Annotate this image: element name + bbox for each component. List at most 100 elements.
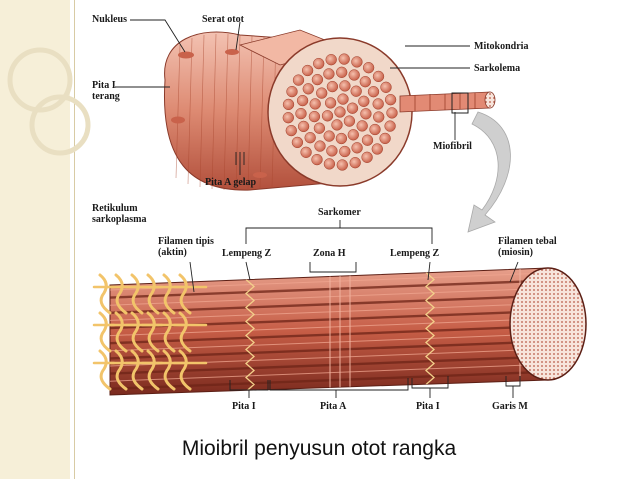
- fibril-dot: [295, 107, 307, 120]
- label-pita-i-terang: Pita I terang: [92, 80, 120, 102]
- filament-line: [110, 333, 548, 352]
- reticulum-tube: [130, 349, 144, 391]
- fibril-dot: [346, 102, 359, 114]
- fibril-dot: [282, 98, 295, 111]
- muscle-fiber: [163, 29, 413, 191]
- label-retikulum-sarkoplasma: Retikulum sarkoplasma: [92, 203, 147, 225]
- fibril-dot: [337, 93, 349, 105]
- reticulum-tube: [146, 311, 160, 353]
- fibril-dot: [314, 140, 326, 152]
- fibril-cross-sections: [282, 53, 398, 171]
- fibril-dot: [384, 94, 397, 106]
- decorative-side-line: [74, 0, 75, 479]
- filament-line: [110, 370, 548, 390]
- fibril-dot: [335, 132, 348, 145]
- fibril-dot: [286, 85, 298, 98]
- label-pita-a: Pita A: [320, 401, 347, 412]
- fibril-dot: [323, 158, 336, 170]
- z-disc: [425, 272, 435, 385]
- fibril-dot: [304, 132, 316, 144]
- sarcoplasmic-reticulum: [92, 273, 208, 391]
- fibril-dot: [379, 132, 391, 145]
- fibril-dot: [301, 64, 314, 77]
- fibril-dot: [336, 159, 348, 171]
- label-serat-otot: Serat otot: [202, 14, 244, 25]
- bottom-leader-lines: [189, 220, 521, 398]
- fibril-dot: [297, 120, 310, 133]
- fibril-dot: [323, 68, 335, 80]
- reticulum-tube: [98, 311, 112, 353]
- caption: Mioibril penyusun otot rangka: [181, 437, 457, 460]
- label-lempeng-z-left: Lempeng Z: [222, 248, 272, 259]
- z-disc: [245, 279, 255, 392]
- fibril-dot: [324, 97, 337, 109]
- myofibril-strand: [399, 91, 496, 114]
- fibril-dot: [349, 157, 361, 169]
- label-mitokondria: Mitokondria: [474, 41, 529, 52]
- reticulum-tube: [98, 349, 112, 391]
- fibril-dot: [361, 134, 374, 146]
- fibril-dot: [358, 95, 370, 107]
- label-filamen-tebal: Filamen tebal (miosin): [498, 236, 557, 258]
- reticulum-tube: [130, 273, 144, 315]
- fibril-dot: [339, 80, 351, 92]
- fibril-dot: [348, 69, 360, 81]
- fibril-dot: [359, 76, 371, 88]
- filament-line: [110, 363, 548, 382]
- fibril-dot: [282, 112, 294, 124]
- fibril-dot: [384, 120, 396, 132]
- fibril-dot: [339, 145, 351, 158]
- fibril-dot: [302, 83, 314, 95]
- reticulum-tube: [114, 273, 128, 315]
- fibril-dot: [343, 115, 356, 127]
- reticulum-tube: [146, 349, 160, 391]
- fibril-dot: [311, 73, 324, 86]
- fibril-dot: [362, 62, 375, 74]
- fibril-dot: [369, 123, 381, 136]
- fibril-dot: [300, 146, 312, 158]
- reticulum-tube: [114, 349, 128, 391]
- fibril-dot: [386, 107, 398, 119]
- reticulum-tube: [178, 311, 192, 353]
- fibril-dot: [360, 108, 372, 120]
- fibril-dot: [351, 142, 363, 154]
- fibril-dot: [371, 143, 383, 155]
- fibril-dot: [334, 106, 346, 118]
- fibril-dot: [311, 153, 323, 166]
- label-nukleus: Nukleus: [92, 14, 128, 25]
- decorative-rings: [7, 47, 91, 156]
- reticulum-tube: [178, 273, 192, 315]
- fibril-dot: [372, 70, 385, 83]
- filament-line: [110, 287, 548, 306]
- top-leader-lines: [115, 19, 470, 175]
- label-garis-m: Garis M: [492, 401, 528, 412]
- fibril-dot: [313, 122, 326, 134]
- fibril-dot: [325, 54, 337, 66]
- reticulum-tube: [178, 349, 192, 391]
- fibril-dot: [285, 124, 297, 137]
- label-pita-i-left: Pita I: [232, 401, 256, 412]
- fibril-dot: [296, 94, 309, 107]
- label-miofibril: Miofibril: [433, 141, 472, 152]
- reticulum-tube: [130, 311, 144, 353]
- fibril-dot: [308, 110, 321, 123]
- fibril-dot: [313, 57, 325, 70]
- filament-line: [110, 325, 548, 345]
- label-pita-a-gelap: Pita A gelap: [205, 177, 257, 188]
- label-filamen-tipis: Filamen tipis (aktin): [158, 236, 214, 258]
- reticulum-tube: [114, 311, 128, 353]
- reticulum-tube: [162, 349, 176, 391]
- reticulum-tube: [98, 273, 112, 315]
- fibril-dot: [321, 110, 334, 122]
- filament-line: [110, 294, 548, 314]
- fibril-dot: [326, 145, 338, 157]
- fibril-dot: [323, 130, 335, 142]
- fibril-dot: [380, 81, 392, 93]
- fibril-dot: [356, 120, 368, 132]
- fibril-dot: [292, 74, 305, 86]
- fibril-dot: [373, 111, 385, 123]
- fibril-dot: [372, 98, 384, 110]
- fibril-dot: [291, 136, 304, 149]
- label-lempeng-z-right: Lempeng Z: [390, 248, 440, 259]
